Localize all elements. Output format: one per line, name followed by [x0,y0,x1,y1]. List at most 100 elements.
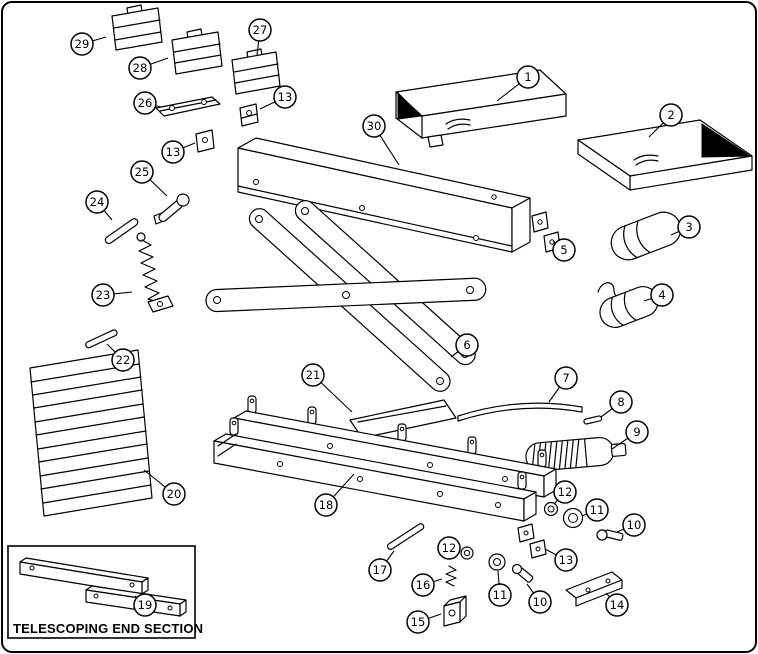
part-26-strip [155,96,221,117]
callout-number: 30 [367,119,382,133]
hardware-grommet-11-left [488,553,506,571]
part-19-end-section-frame [19,557,187,617]
callout-26: 26 [133,91,162,115]
callout-13: 13 [259,85,297,110]
callout-number: 11 [590,503,605,517]
callout-29: 29 [70,32,107,56]
part-4-roller-with-hook [597,282,659,328]
callout-22: 22 [106,343,135,372]
callout-number: 11 [493,588,508,602]
hardware-washer-12-right [543,501,559,517]
callout-number: 12 [558,485,573,499]
part-20-bellows [29,349,153,517]
callout-21: 21 [301,363,353,413]
callout-5: 5 [552,238,576,262]
callout-20: 20 [143,469,186,506]
callout-number: 28 [133,61,148,75]
callout-number: 7 [562,371,569,385]
hardware-grommet-11-right [562,507,584,529]
callout-number: 10 [627,518,642,532]
callout-number: 5 [560,243,567,257]
part-29-plate [111,4,163,51]
inset-telescoping-end-section: TELESCOPING END SECTION [7,545,203,639]
callout-number: 9 [633,425,640,439]
callout-number: 16 [416,578,431,592]
callout-number: 24 [90,195,105,209]
callout-17: 17 [368,550,395,582]
part-16-spring [445,565,457,587]
part-9-spring-roller [525,436,627,472]
callout-10: 10 [616,513,646,537]
callout-number: 19 [138,598,153,612]
callout-18: 18 [314,473,355,517]
callout-14: 14 [605,592,629,617]
callout-number: 13 [166,145,181,159]
part-3-roller [610,211,682,261]
callouts-layer: 1234567891011121314151610111217181920212… [70,18,701,634]
part-1-top-cover [395,69,567,148]
part-7-curved-rod [457,402,583,422]
callout-number: 22 [116,353,131,367]
part-13-clip-upper-left [195,129,215,153]
callout-3: 3 [670,215,701,239]
hardware-bolt-10-right [596,529,624,541]
callout-12: 12 [553,480,577,505]
callout-number: 26 [138,96,153,110]
part-24-pin [104,218,139,245]
part-6-scissor-arms [205,200,487,392]
callout-number: 14 [610,598,625,612]
part-30-channel-beam [237,137,531,253]
callout-number: 20 [167,487,182,501]
callout-2: 2 [648,103,683,138]
callout-number: 15 [411,615,426,629]
part-25-link [153,193,190,225]
callout-24: 24 [85,190,113,221]
callout-1: 1 [496,65,540,102]
callout-number: 21 [306,368,321,382]
callout-8: 8 [600,390,633,418]
callout-number: 8 [617,395,624,409]
callout-13: 13 [161,140,196,164]
callout-number: 3 [685,220,692,234]
part-14-angle-bracket [565,571,623,607]
callout-28: 28 [128,56,169,80]
callout-4: 4 [643,283,674,307]
callout-number: 10 [533,595,548,609]
callout-27: 27 [248,18,272,56]
callout-10: 10 [526,583,552,614]
part-27-plate [231,48,281,95]
part-17-pin [386,523,425,550]
part-15-block [443,595,467,627]
callout-number: 13 [278,90,293,104]
callout-number: 6 [463,338,470,352]
callout-number: 12 [442,541,457,555]
part-23-spring [136,232,174,313]
callout-number: 27 [253,23,268,37]
callout-16: 16 [411,573,443,597]
callout-30: 30 [362,114,400,166]
callout-number: 25 [135,165,150,179]
callout-number: 23 [96,288,111,302]
callout-12: 12 [437,536,461,560]
callout-number: 4 [658,288,665,302]
callout-number: 13 [559,553,574,567]
inset-label: TELESCOPING END SECTION [13,621,203,636]
callout-7: 7 [548,366,578,403]
part-13-clip-top [239,103,259,127]
callout-11: 11 [581,498,609,522]
callout-19: 19 [133,593,157,617]
callout-15: 15 [406,610,442,634]
callout-number: 1 [524,70,531,84]
callout-11: 11 [488,570,512,607]
part-18-base-frame [213,395,557,522]
callout-number: 17 [373,563,388,577]
callout-6: 6 [450,333,479,358]
part-22-pin [85,329,118,349]
part-28-plate [171,28,223,75]
hardware-bolt-10-left [511,563,534,583]
callout-number: 18 [319,498,334,512]
callout-13: 13 [544,548,578,572]
